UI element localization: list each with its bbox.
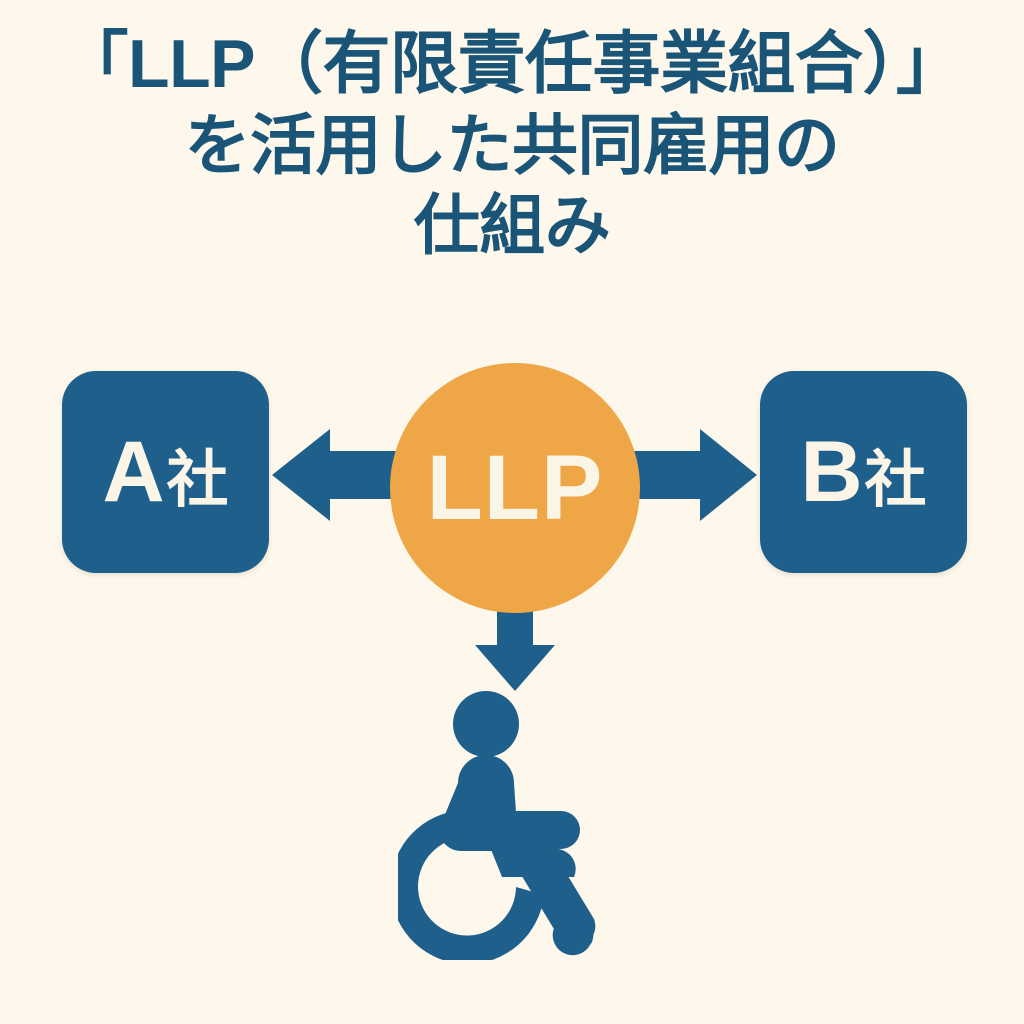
company-b-kanji: 社 [864,446,927,515]
title-line-3: 仕組み [413,188,611,262]
arrow-llp-to-worker [475,560,555,691]
company-a-kanji: 社 [166,446,229,515]
title-line-1: 「LLP（有限責任事業組合）」 [60,26,964,102]
page-title: 「LLP（有限責任事業組合）」 を活用した共同雇用の 仕組み [0,30,1024,258]
wheelchair-accessibility-icon [398,691,596,960]
company-box-b[interactable]: B 社 [760,371,967,573]
company-a-label: A 社 [102,429,228,515]
arrow-llp-to-company-a [272,429,425,521]
title-line-2: を活用した共同雇用の [184,108,841,182]
company-b-label: B 社 [800,429,926,515]
company-a-letter: A [102,424,165,520]
company-b-letter: B [800,424,863,520]
arrow-llp-to-company-b [605,429,757,521]
llp-hub-label: LLP [426,437,604,539]
llp-hub-circle[interactable]: LLP [390,363,640,613]
company-box-a[interactable]: A 社 [62,371,269,573]
